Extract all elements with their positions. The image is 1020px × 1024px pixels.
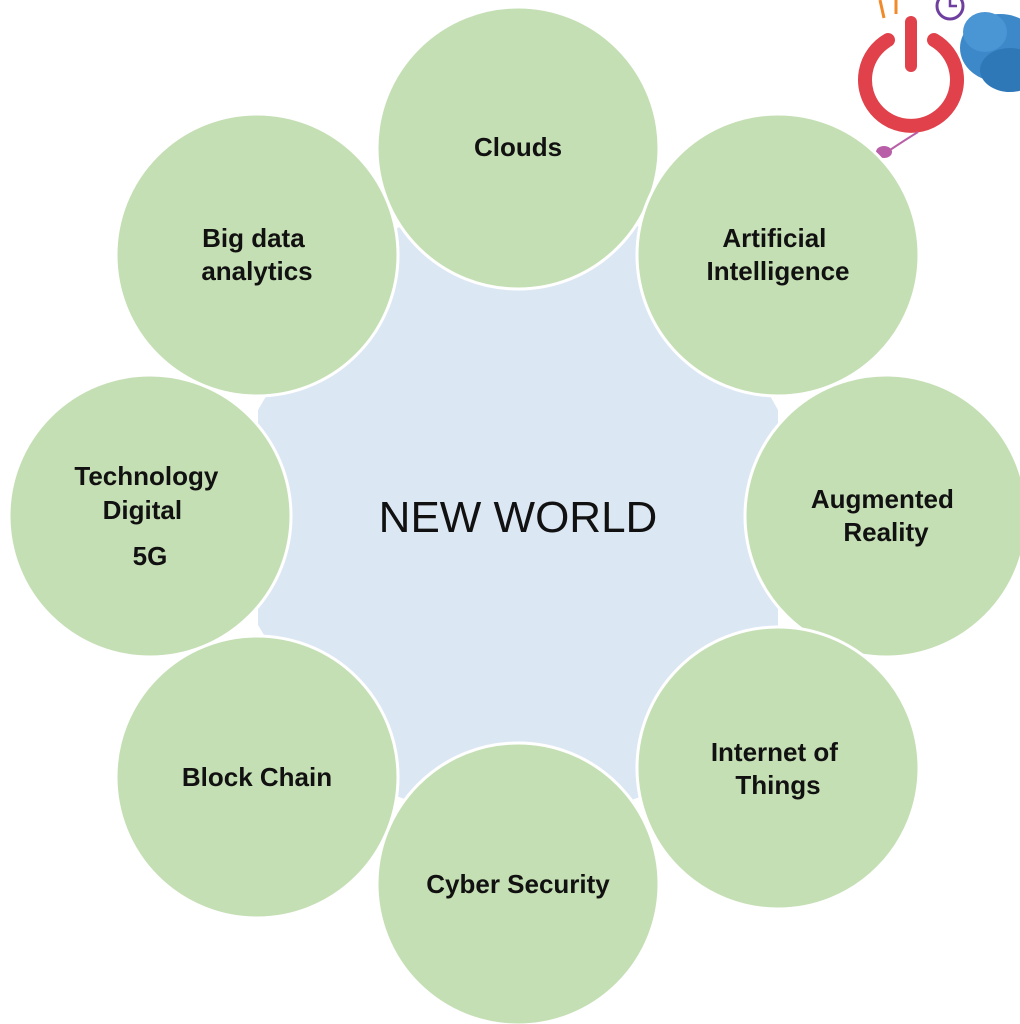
node-circle [635, 112, 921, 398]
node-circle [114, 634, 400, 920]
diagram-node-augmented-reality[interactable]: Augmented Reality [743, 373, 1020, 659]
node-label: Clouds [474, 132, 562, 162]
node-label: Cyber Security [426, 869, 610, 899]
node-circle [375, 5, 661, 291]
corner-clipart-image [858, 0, 1020, 158]
node-label: Augmented Reality [811, 484, 961, 547]
power-icon [858, 0, 964, 133]
node-circle [7, 373, 293, 659]
node-circle [375, 741, 661, 1024]
center-shape [258, 170, 778, 840]
node-circle [635, 625, 921, 911]
node-label: Artificial Intelligence [706, 223, 849, 286]
mouse-icon [876, 131, 919, 158]
node-label: Technology Digital 5G [74, 461, 225, 571]
diagram-node-internet-of-things[interactable]: Internet of Things [635, 625, 921, 911]
node-label: Block Chain [182, 762, 332, 792]
diagram-node-clouds[interactable]: Clouds [375, 5, 661, 291]
diagram-node-technology-digital-5g[interactable]: Technology Digital 5G [7, 373, 293, 659]
node-circle [114, 112, 400, 398]
clock-icon [935, 0, 965, 21]
diagram-node-block-chain[interactable]: Block Chain [114, 634, 400, 920]
node-label: Internet of Things [711, 737, 845, 800]
node-label: Big data analytics [201, 223, 312, 286]
cloud-icon [960, 12, 1020, 92]
node-circle [743, 373, 1020, 659]
diagram-node-big-data-analytics[interactable]: Big data analytics [114, 112, 400, 398]
diagram-node-cyber-security[interactable]: Cyber Security [375, 741, 661, 1024]
center-label: NEW WORLD [379, 493, 658, 542]
diagram-node-artificial-intelligence[interactable]: Artificial Intelligence [635, 112, 921, 398]
